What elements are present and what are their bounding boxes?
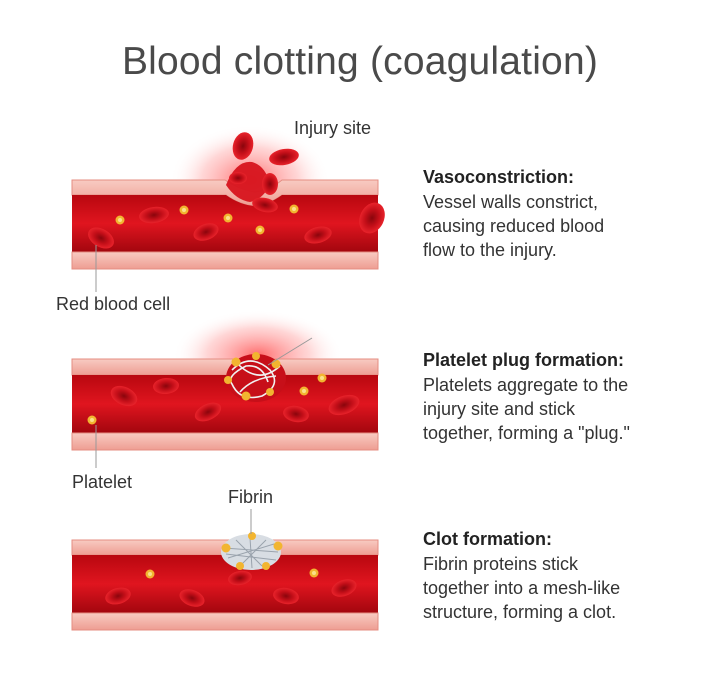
red-blood-cell <box>328 394 360 416</box>
platelet <box>255 225 265 235</box>
fibrin-clot <box>221 532 283 570</box>
step-text-line: causing reduced blood <box>423 216 605 236</box>
red-blood-cell <box>153 377 179 395</box>
platelet <box>289 204 299 214</box>
blood-leak <box>226 161 270 202</box>
red-blood-cell <box>331 579 357 597</box>
blood-channel <box>72 555 378 613</box>
platelet <box>309 568 319 578</box>
vessel-wall-bottom <box>71 251 379 270</box>
step-clot-formation: Clot formation: Fibrin proteins stick to… <box>423 529 713 624</box>
step-text-line: structure, forming a clot. <box>423 602 617 622</box>
label-fibrin: Fibrin <box>228 487 274 507</box>
vessel-wall-bottom <box>71 432 379 451</box>
red-blood-cell <box>194 402 222 422</box>
step-text-line: Platelets aggregate to the <box>423 375 629 395</box>
vessel-platelet-plug <box>71 310 379 468</box>
platelet <box>87 415 97 425</box>
step-title: Clot formation: <box>423 529 552 549</box>
step-title: Vasoconstriction: <box>423 167 575 187</box>
platelet <box>145 569 155 579</box>
red-blood-cell <box>252 197 278 213</box>
red-blood-cell <box>232 132 254 160</box>
platelet <box>223 213 233 223</box>
red-blood-cell <box>359 202 385 234</box>
platelet <box>317 373 327 383</box>
vessel-vasoconstriction <box>71 125 385 292</box>
step-text-line: together into a mesh-like <box>423 578 621 598</box>
step-text-line: injury site and stick <box>423 399 576 419</box>
step-text-line: Vessel walls constrict, <box>423 192 599 212</box>
platelet-plug <box>224 352 286 402</box>
red-blood-cell <box>269 148 299 166</box>
label-red-blood-cell: Red blood cell <box>56 294 171 314</box>
step-vasoconstriction: Vasoconstriction: Vessel walls constrict… <box>423 167 713 262</box>
red-blood-cell <box>179 589 205 607</box>
page-title: Blood clotting (coagulation) <box>121 40 599 83</box>
vessel-wall-top <box>71 358 379 376</box>
red-blood-cell <box>228 570 252 586</box>
step-title: Platelet plug formation: <box>423 350 625 370</box>
vessel-wall-bottom <box>71 612 379 631</box>
step-text-line: Fibrin proteins stick <box>423 554 579 574</box>
step-text-line: together, forming a "plug." <box>423 423 630 443</box>
red-blood-cell <box>283 405 309 423</box>
red-blood-cell <box>139 206 169 224</box>
red-blood-cell <box>110 385 138 407</box>
label-platelet: Platelet <box>72 472 133 492</box>
step-platelet-plug: Platelet plug formation: Platelets aggre… <box>423 350 713 445</box>
platelet <box>299 386 309 396</box>
red-blood-cell <box>262 173 278 195</box>
red-blood-cell <box>88 227 114 249</box>
label-injury-site: Injury site <box>294 118 372 138</box>
platelet <box>179 205 189 215</box>
vessel-clot <box>71 509 379 631</box>
red-blood-cell <box>105 587 131 605</box>
red-blood-cell <box>304 226 332 244</box>
red-blood-cell <box>193 223 219 241</box>
red-blood-cell <box>229 172 247 184</box>
leader-line-plug <box>267 337 313 366</box>
red-blood-cell <box>273 587 299 605</box>
platelet <box>115 215 125 225</box>
step-text-line: flow to the injury. <box>423 240 557 260</box>
